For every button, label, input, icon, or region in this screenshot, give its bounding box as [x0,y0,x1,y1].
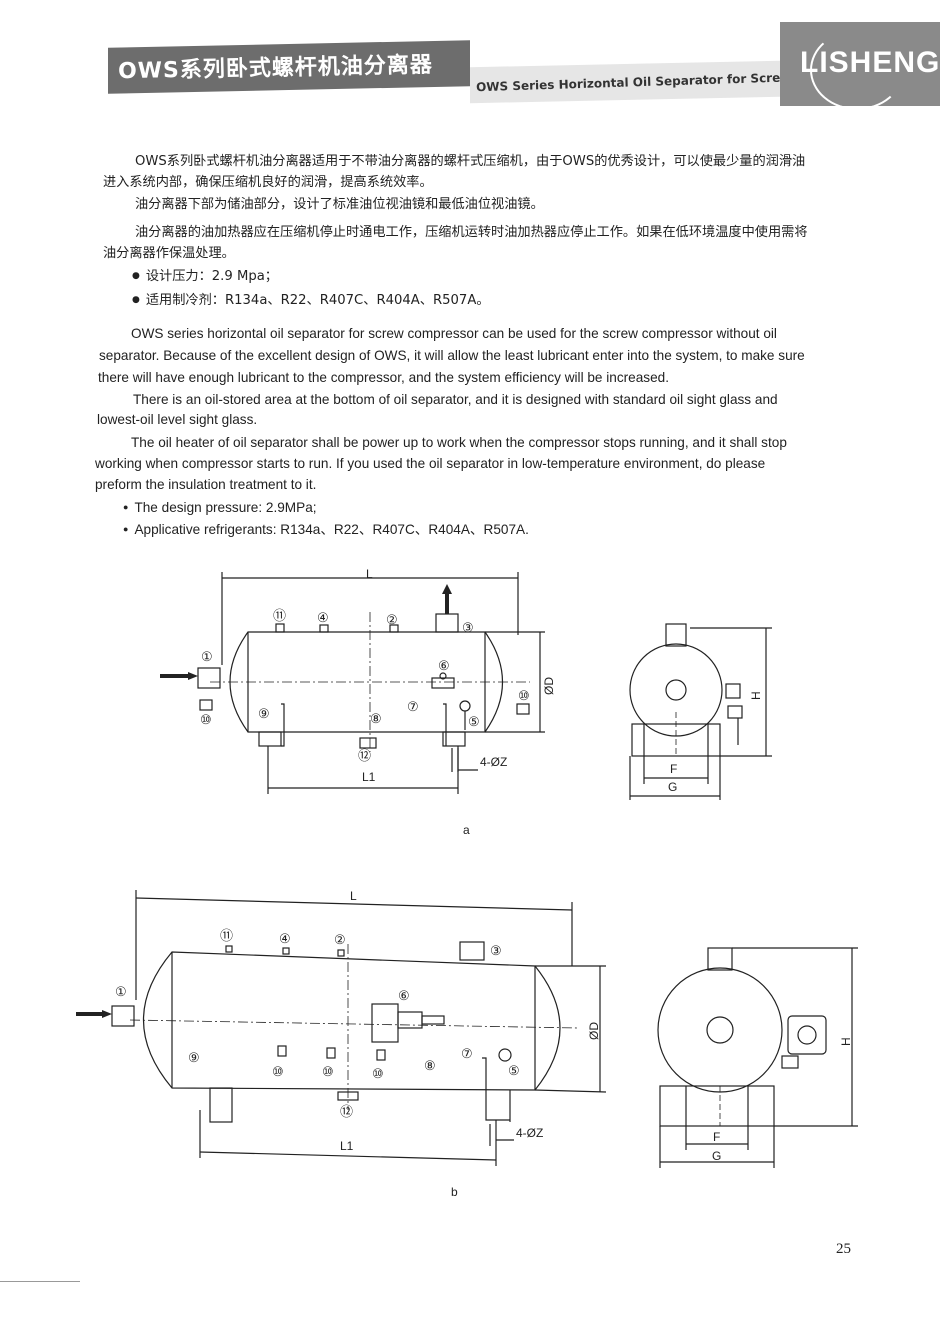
dim-b-Z: 4-ØZ [516,1126,543,1140]
label-b-9: ⑨ [188,1050,200,1065]
label-a-5: ⑤ [468,714,480,729]
en-paragraph-3-line-1: The oil heater of oil separator shall be… [131,435,787,450]
dim-a-G: G [668,780,677,794]
en-paragraph-1-line-2: separator. Because of the excellent desi… [99,348,805,363]
label-a-3: ③ [462,620,474,635]
label-a-2: ② [386,612,398,627]
dim-a-H: H [749,691,763,700]
dim-b-L1: L1 [340,1139,354,1153]
label-a-11: ⑪ [273,608,286,623]
label-b-5: ⑤ [508,1063,520,1078]
en-bullet-design-pressure: The design pressure: 2.9MPa; [123,497,316,520]
label-b-11: ⑪ [220,928,233,943]
diagram-b: L L1 ØD 4-ØZ H F G ① ② ③ ④ ⑤ ⑥ ⑦ ⑧ ⑨ ⑩ ⑩… [76,889,858,1168]
cn-paragraph-3-line-2: 油分离器作保温处理。 [103,246,235,261]
label-b-10a: ⑩ [272,1064,284,1079]
en-paragraph-1-line-3: there will have enough lubricant to the … [98,370,669,385]
cn-paragraph-1-line-1: OWS系列卧式螺杆机油分离器适用于不带油分离器的螺杆式压缩机，由于OWS的优秀设… [135,154,806,169]
label-b-3: ③ [490,943,502,958]
en-paragraph-2-line-1: There is an oil-stored area at the botto… [133,392,778,407]
label-b-10b: ⑩ [322,1064,334,1079]
dim-a-Z: 4-ØZ [480,755,507,769]
cn-bullet-refrigerants: 适用制冷剂：R134a、R22、R407C、R404A、R507A。 [132,290,490,313]
page-number: 25 [836,1241,851,1257]
label-a-4: ④ [317,610,329,625]
cn-paragraph-2: 油分离器下部为储油部分，设计了标准油位视油镜和最低油位视油镜。 [135,197,544,212]
footer-rule [0,1281,80,1282]
en-bullet-refrigerants: Applicative refrigerants: R134a、R22、R407… [123,519,528,542]
dim-a-F: F [670,762,677,776]
dim-b-G: G [712,1149,721,1163]
dim-a-D: ØD [542,677,556,695]
label-b-2: ② [334,932,346,947]
logo-swoosh-icon [810,30,904,110]
diagram-a: L L1 ØD 4-ØZ H F G ① ② ③ ④ ⑤ ⑥ ⑦ ⑧ ⑨ ⑩ ⑩… [160,567,772,800]
label-a-12: ⑫ [358,748,371,763]
en-paragraph-1-line-1: OWS series horizontal oil separator for … [131,326,777,341]
label-b-4: ④ [279,931,291,946]
label-b-6: ⑥ [398,988,410,1003]
dim-b-H: H [839,1037,853,1046]
label-b-1: ① [115,984,127,999]
label-a-6: ⑥ [438,658,450,673]
en-paragraph-2-line-2: lowest-oil level sight glass. [97,412,258,427]
label-a-10b: ⑩ [518,688,530,703]
label-a-10: ⑩ [200,712,212,727]
diagram-a-caption: a [463,823,470,837]
label-a-9: ⑨ [258,706,270,721]
page-title: OWS系列卧式螺杆机油分离器 [117,52,434,85]
cn-paragraph-1-line-2: 进入系统内部，确保压缩机良好的润滑，提高系统效率。 [103,175,433,190]
brand-logo-text: LISHENG [800,46,940,79]
vessel-b-end-view [657,967,783,1093]
cn-bullet-design-pressure: 设计压力：2.9 Mpa； [132,266,278,289]
label-a-1: ① [201,649,213,664]
label-b-7: ⑦ [461,1046,473,1061]
label-a-7: ⑦ [407,699,419,714]
cn-paragraph-3-line-1: 油分离器的油加热器应在压缩机停止时通电工作，压缩机运转时油加热器应停止工作。如果… [135,225,808,240]
label-b-8: ⑧ [424,1058,436,1073]
label-b-10c: ⑩ [372,1066,384,1081]
diagram-b-caption: b [451,1185,458,1199]
dim-b-F: F [713,1130,720,1144]
dim-b-L: L [350,889,357,903]
en-paragraph-3-line-2: working when compressor starts to run. I… [95,456,766,471]
en-paragraph-3-line-3: preform the insulation treatment to it. [95,477,317,492]
dim-a-L1: L1 [362,770,376,784]
dim-b-D: ØD [587,1022,601,1040]
dim-a-L: L [366,567,373,581]
label-b-12: ⑫ [340,1104,353,1119]
label-a-8: ⑧ [370,711,382,726]
